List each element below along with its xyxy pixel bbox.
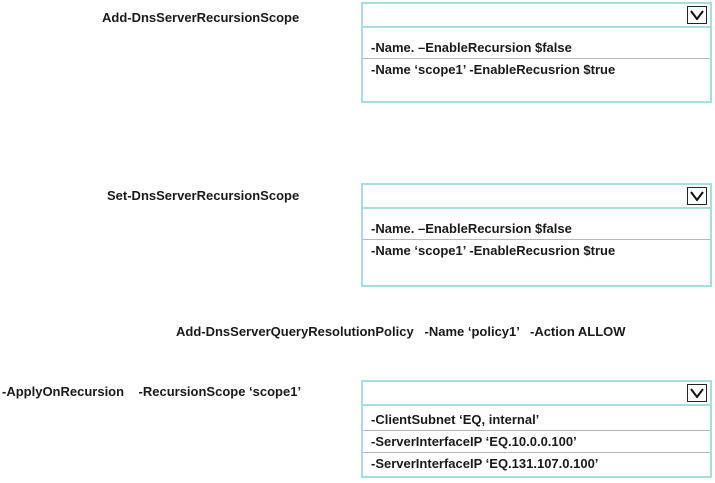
dropdown-policy-criteria[interactable]: -ClientSubnet ‘EQ, internal’ -ServerInte…	[361, 380, 712, 478]
dropdown-add-recursion-scope[interactable]: -Name. –EnableRecursion $false -Name ‘sc…	[361, 2, 712, 103]
dropdown-option[interactable]: -Name ‘scope1’ -EnableRecusrion $true	[363, 239, 710, 261]
dropdown-selected-value[interactable]	[363, 185, 710, 209]
chevron-down-icon[interactable]	[687, 6, 707, 24]
dropdown-option[interactable]: -Name. –EnableRecursion $false	[371, 40, 572, 55]
recursion-scope-params-label: -ApplyOnRecursion -RecursionScope ‘scope…	[2, 384, 302, 399]
dropdown-set-recursion-scope[interactable]: -Name. –EnableRecursion $false -Name ‘sc…	[361, 183, 712, 287]
chevron-down-icon[interactable]	[687, 384, 707, 402]
cmdlet-label-set-recursion-scope: Set-DnsServerRecursionScope	[107, 188, 300, 203]
dropdown-option[interactable]: -ServerInterfaceIP ‘EQ.10.0.0.100’	[363, 430, 710, 452]
chevron-down-icon[interactable]	[687, 187, 707, 205]
dropdown-selected-value[interactable]	[363, 382, 710, 406]
policy-command-text: Add-DnsServerQueryResolutionPolicy -Name…	[176, 324, 626, 339]
dropdown-option[interactable]: -Name. –EnableRecursion $false	[371, 221, 572, 236]
dropdown-option[interactable]: -ServerInterfaceIP ‘EQ.131.107.0.100’	[363, 452, 710, 474]
dropdown-option[interactable]: -ClientSubnet ‘EQ, internal’	[371, 412, 540, 427]
dropdown-selected-value[interactable]	[363, 4, 710, 28]
dropdown-option[interactable]: -Name ‘scope1’ -EnableRecusrion $true	[363, 58, 710, 80]
cmdlet-label-add-recursion-scope: Add-DnsServerRecursionScope	[102, 10, 300, 25]
